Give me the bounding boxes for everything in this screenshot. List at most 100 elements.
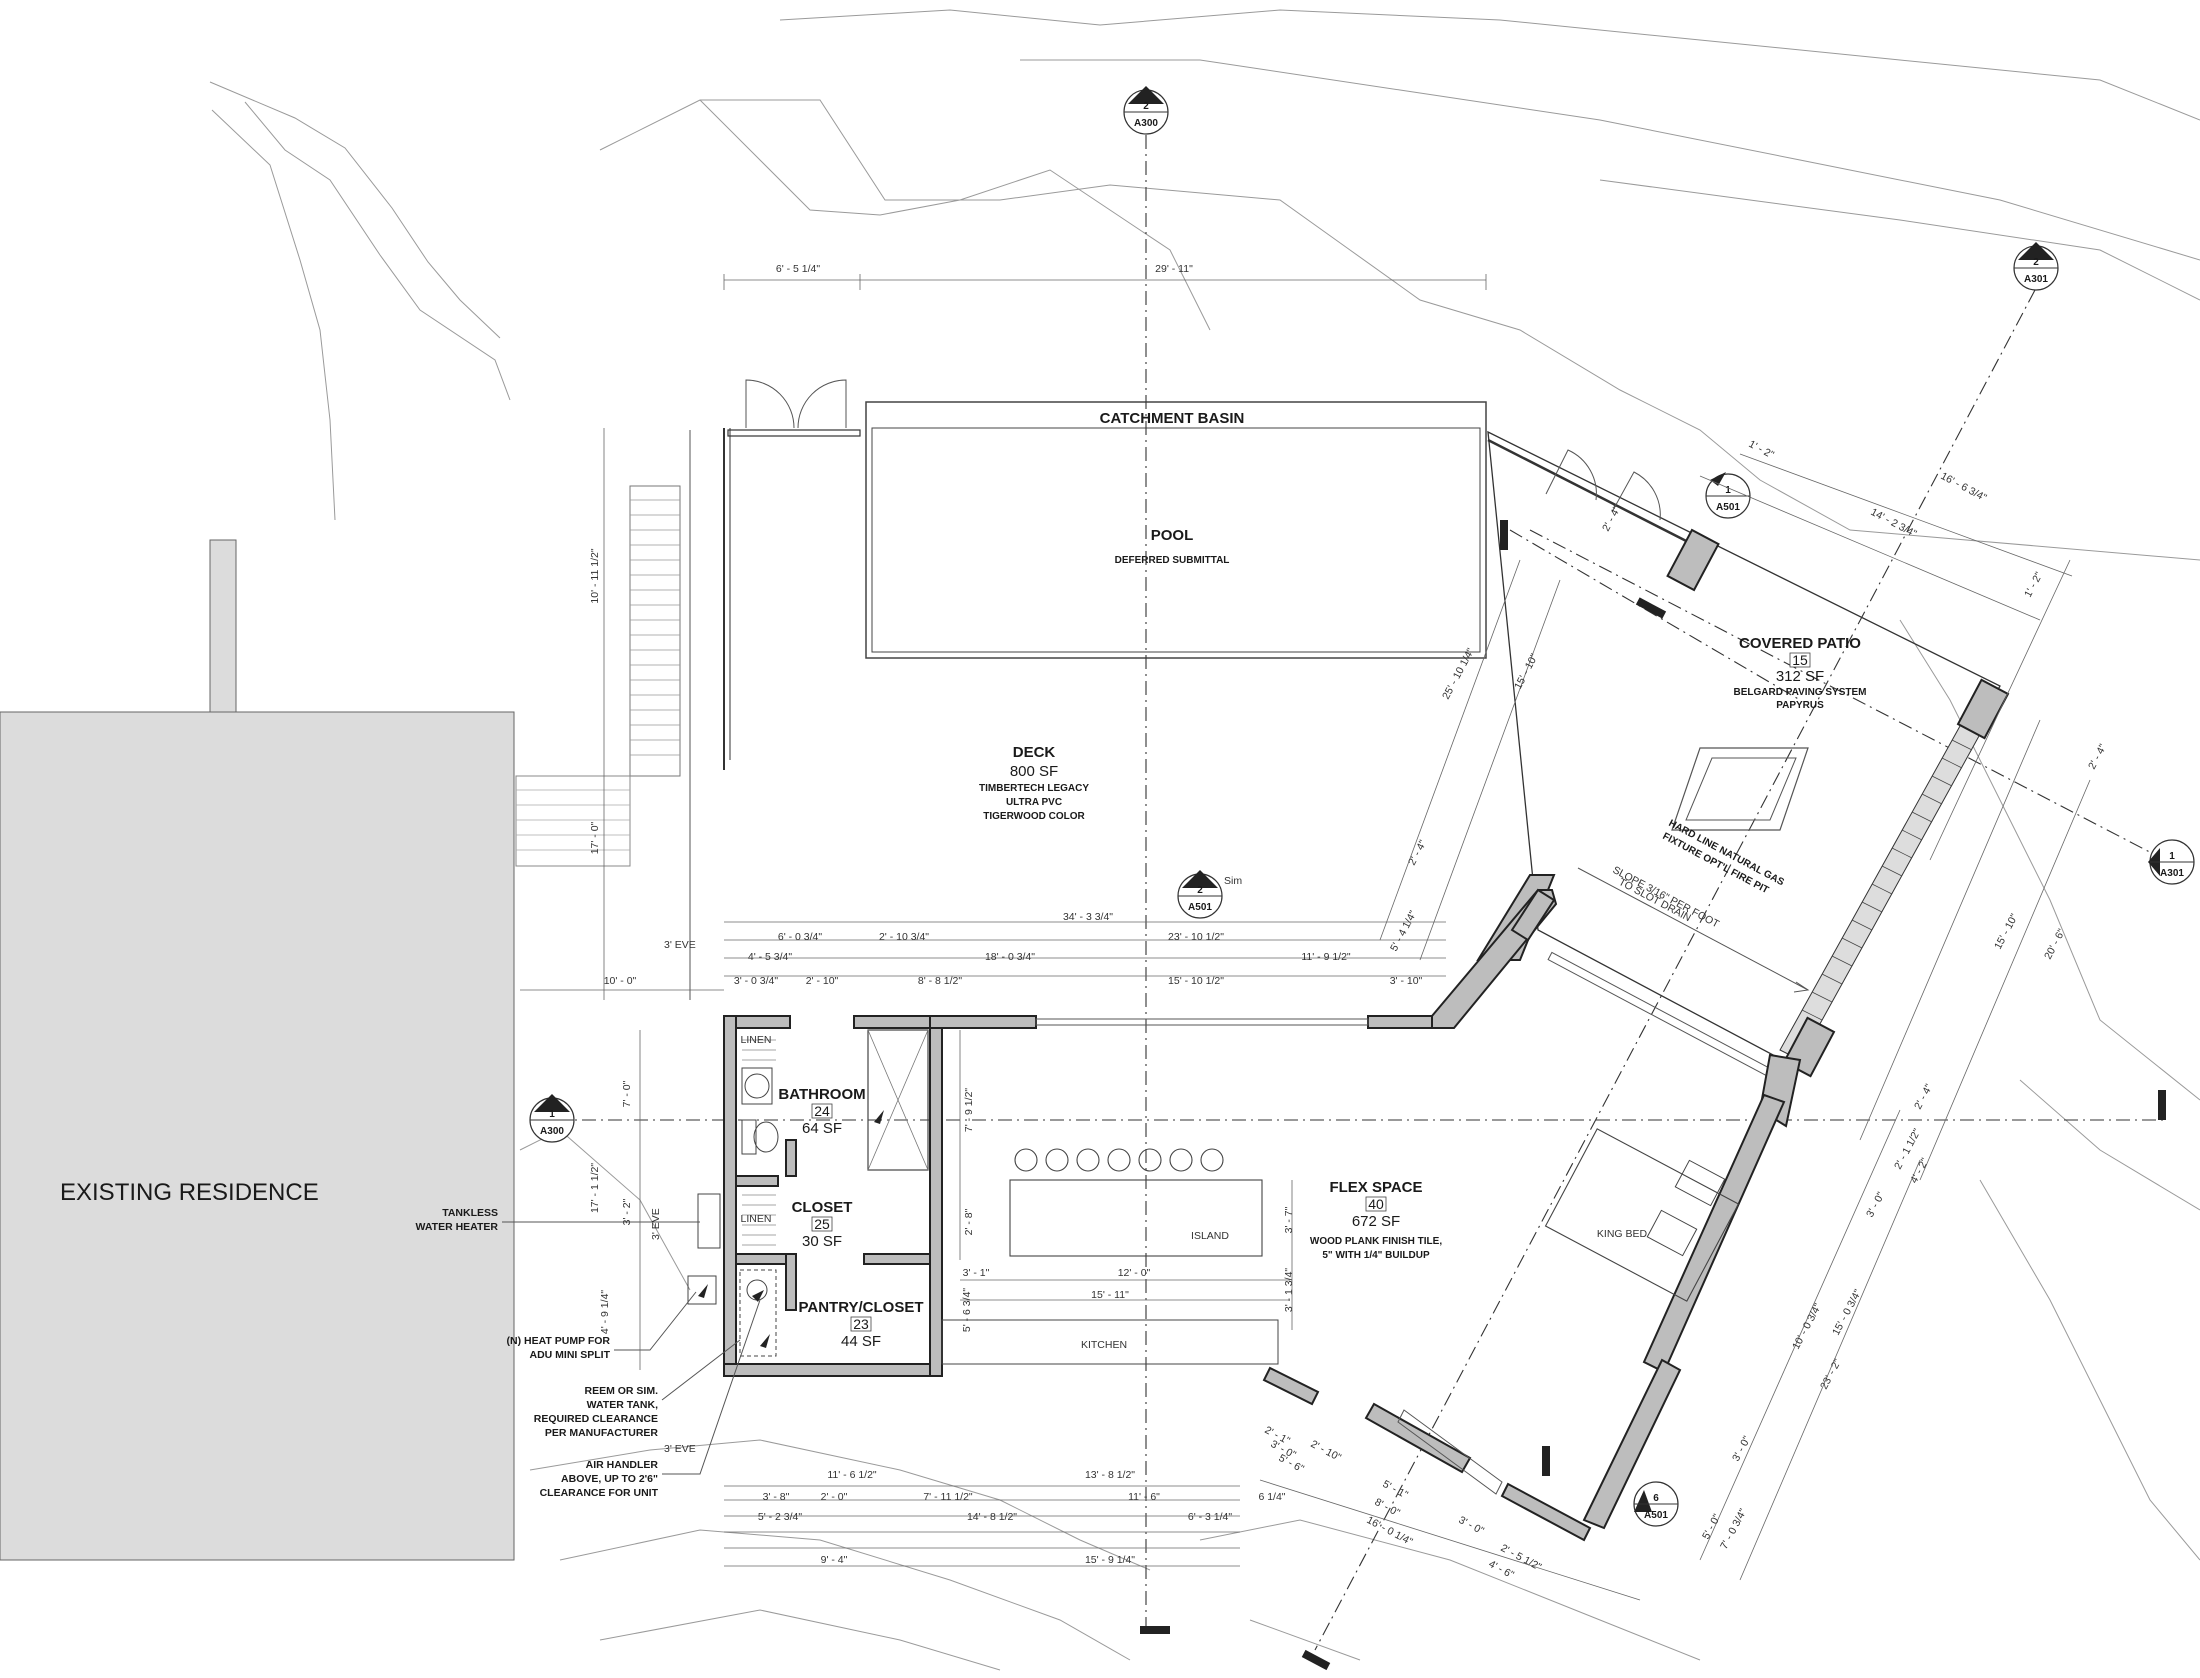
pantry-area: 44 SF xyxy=(841,1333,881,1350)
tag-num: 1 xyxy=(549,1109,555,1120)
air-note-1: AIR HANDLER xyxy=(586,1459,659,1471)
dim-p9: 5' - 4 1/4" xyxy=(1388,908,1420,953)
dim-b3: 3' - 8" xyxy=(763,1491,790,1503)
patio-name: COVERED PATIO xyxy=(1739,635,1861,652)
dim-s5: 5' - 1" xyxy=(1381,1478,1410,1501)
dim-row1a: 34' - 3 3/4" xyxy=(1063,911,1113,923)
heatpump-note-1: (N) HEAT PUMP FOR xyxy=(507,1335,611,1347)
patio-number: 15 xyxy=(1792,652,1808,668)
dim-left-2: 17' - 0" xyxy=(589,821,601,854)
tag-num: 6 xyxy=(1653,1493,1659,1504)
tag-sheet: A300 xyxy=(540,1126,564,1137)
dim-p7: 15' - 10" xyxy=(1512,652,1541,692)
slope-note-1: SLOPE 3/16" PER FOOT xyxy=(1611,864,1722,931)
dim-b7: 6 1/4" xyxy=(1258,1491,1285,1503)
callout-notes: TANKLESS WATER HEATER (N) HEAT PUMP FOR … xyxy=(416,939,761,1499)
tag-sheet: A501 xyxy=(1716,502,1740,513)
grid-lines xyxy=(530,135,2166,1651)
dim-i5: 3' - 7" xyxy=(1283,1206,1295,1233)
catchment-basin-label: CATCHMENT BASIN xyxy=(1100,410,1245,427)
reem-note-1: REEM OR SIM. xyxy=(584,1385,658,1397)
heatpump-note-2: ADU MINI SPLIT xyxy=(530,1349,611,1361)
flex-note-1: WOOD PLANK FINISH TILE, xyxy=(1310,1236,1442,1247)
dim-b9: 14' - 8 1/2" xyxy=(967,1511,1017,1523)
dim-b11: 9' - 4" xyxy=(821,1554,848,1566)
dim-b12: 15' - 9 1/4" xyxy=(1085,1554,1135,1566)
dim-s6: 8' - 0" xyxy=(1373,1496,1402,1519)
pool-label: POOL xyxy=(1151,527,1194,544)
bathroom-name: BATHROOM xyxy=(778,1086,865,1103)
air-note-3: CLEARANCE FOR UNIT xyxy=(540,1487,659,1499)
dim-b1: 11' - 6 1/2" xyxy=(827,1469,877,1481)
tag-sheet: A300 xyxy=(1134,118,1158,129)
reem-note-2: WATER TANK, xyxy=(587,1399,658,1411)
patio-note-1: BELGARD PAVING SYSTEM xyxy=(1734,687,1867,698)
closet-name: CLOSET xyxy=(792,1199,853,1216)
deck-note-3: TIGERWOOD COLOR xyxy=(983,811,1085,822)
dim-i4: 5' - 6 3/4" xyxy=(961,1288,973,1333)
eve-label-1: 3' EVE xyxy=(664,939,696,951)
dim-v1: 7' - 0" xyxy=(621,1080,633,1107)
existing-residence: EXISTING RESIDENCE xyxy=(0,539,515,1561)
dim-i1: 3' - 1" xyxy=(963,1267,990,1279)
dim-row4a: 3' - 0 3/4" xyxy=(734,975,779,987)
dim-p8: 2' - 4" xyxy=(1406,838,1429,867)
dim-row4d: 15' - 10 1/2" xyxy=(1168,975,1224,987)
dim-s8: 3' - 0" xyxy=(1457,1514,1486,1537)
dim-p12: 20' - 6" xyxy=(2042,927,2068,962)
eve-label-3: 3' EVE xyxy=(650,1208,662,1240)
dim-p11: 15' - 10" xyxy=(1992,912,2021,952)
dim-v4: 4' - 9 1/4" xyxy=(599,1290,611,1335)
pantry-name: PANTRY/CLOSET xyxy=(798,1299,923,1316)
dim-row2a: 6' - 0 3/4" xyxy=(778,931,823,943)
dim-v2: 17' - 1 1/2" xyxy=(589,1163,601,1213)
tankless-note-2: WATER HEATER xyxy=(416,1221,499,1233)
dim-left-1: 10' - 11 1/2" xyxy=(589,548,601,603)
tag-num: 1 xyxy=(1725,485,1731,496)
tag-num: 2 xyxy=(2033,257,2039,268)
stairs xyxy=(515,428,731,1000)
dim-r4: 3' - 0" xyxy=(1864,1190,1887,1219)
dim-i6: 3' - 1 3/4" xyxy=(1283,1268,1295,1313)
dim-s4: 2' - 10" xyxy=(1309,1438,1344,1464)
pool-doors xyxy=(745,379,847,429)
dim-row3b: 18' - 0 3/4" xyxy=(985,951,1035,963)
dim-r7: 23' - 2" xyxy=(1818,1357,1844,1392)
tag-num: 1 xyxy=(2169,851,2175,862)
dim-row3a: 4' - 5 3/4" xyxy=(748,951,793,963)
dim-p10: 2' - 4" xyxy=(2086,742,2109,771)
bathroom-area: 64 SF xyxy=(802,1120,842,1137)
closet-number: 25 xyxy=(814,1216,830,1232)
sim-label: Sim xyxy=(1224,875,1242,887)
pool: CATCHMENT BASIN POOL DEFERRED SUBMITTAL xyxy=(727,401,1487,659)
fixtures xyxy=(687,1029,1740,1365)
section-tag-1-a501: 1 A501 xyxy=(1705,472,1751,519)
tag-num: 2 xyxy=(1197,885,1203,896)
dim-top-2: 29' - 11" xyxy=(1155,263,1193,275)
dim-p5: 1' - 2" xyxy=(2022,570,2045,599)
pantry-number: 23 xyxy=(853,1316,869,1332)
dim-r5: 10' - 0 3/4" xyxy=(1790,1301,1824,1351)
deck-note-1: TIMBERTECH LEGACY xyxy=(979,783,1089,794)
dim-b6: 11' - 6" xyxy=(1128,1491,1160,1503)
deck-area: 800 SF xyxy=(1010,763,1058,780)
linen-label-1: LINEN xyxy=(741,1034,772,1046)
dim-s11: 5' - 0" xyxy=(1700,1512,1723,1541)
kitchen-label: KITCHEN xyxy=(1081,1339,1127,1351)
dim-b8: 5' - 2 3/4" xyxy=(758,1511,803,1523)
section-tag-1-a300: 1 A300 xyxy=(529,1094,575,1143)
flex-note-2: 5" WITH 1/4" BUILDUP xyxy=(1322,1250,1430,1261)
deck: DECK 800 SF TIMBERTECH LEGACY ULTRA PVC … xyxy=(979,744,1089,822)
tag-sheet: A301 xyxy=(2160,868,2184,879)
pool-note: DEFERRED SUBMITTAL xyxy=(1115,555,1230,566)
tag-sheet: A301 xyxy=(2024,274,2048,285)
tankless-note-1: TANKLESS xyxy=(442,1207,498,1219)
tag-num: 2 xyxy=(1143,101,1149,112)
dim-top-1: 6' - 5 1/4" xyxy=(776,263,821,275)
dim-v7: 2' - 8" xyxy=(963,1208,975,1235)
dim-i3: 15' - 11" xyxy=(1091,1289,1129,1301)
dim-b4: 2' - 0" xyxy=(821,1491,848,1503)
reem-note-4: PER MANUFACTURER xyxy=(545,1427,659,1439)
flex-area: 672 SF xyxy=(1352,1213,1400,1230)
